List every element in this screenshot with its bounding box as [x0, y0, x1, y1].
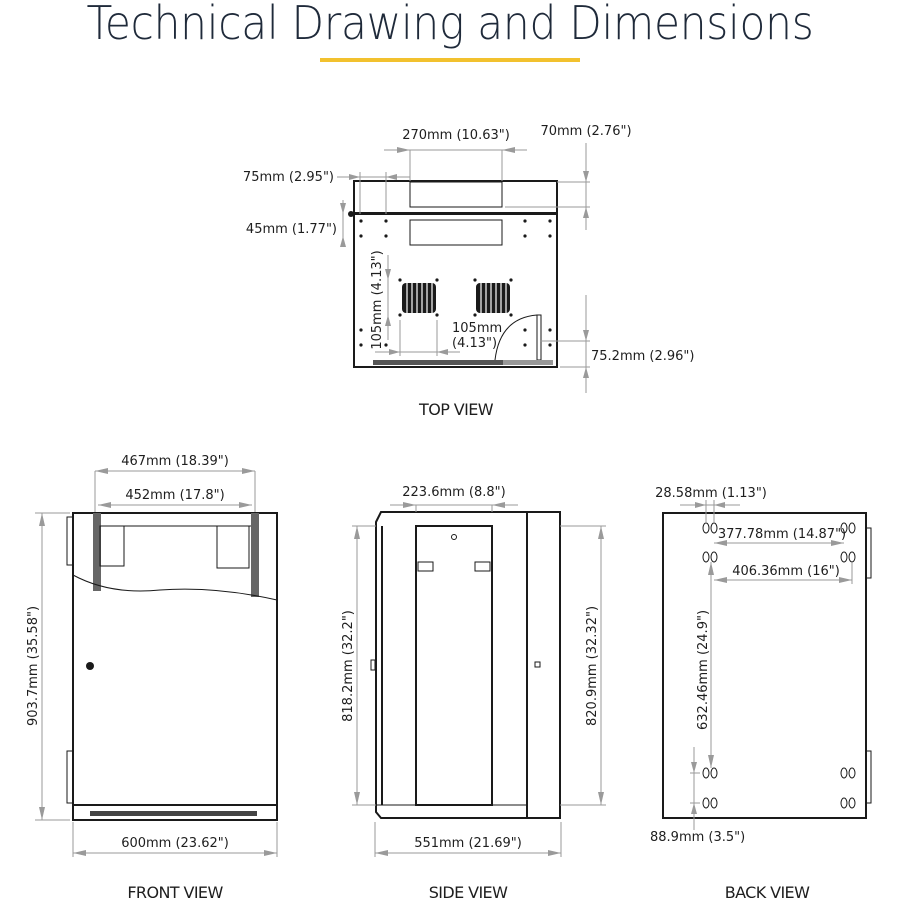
- dim-632-46mm: 632.46mm (24.9"): [696, 610, 711, 730]
- dim-551mm: 551mm (21.69"): [414, 836, 522, 851]
- dim-406-36mm: 406.36mm (16"): [732, 564, 840, 579]
- side-view: 223.6mm (8.8") 818.2mm (32.2") 820.9mm (…: [341, 485, 606, 900]
- dim-105mm-vertical: 105mm (4.13"): [370, 250, 385, 349]
- fan-grille-right: [476, 283, 510, 313]
- back-view: 28.58mm (1.13") 377.78mm (14.87") 406.36…: [650, 486, 872, 900]
- page-title: Technical Drawing and Dimensions: [86, 0, 814, 50]
- dim-105mm-horizontal-line1: 105mm: [452, 321, 502, 336]
- dim-88-9mm: 88.9mm (3.5"): [650, 830, 745, 845]
- dim-270mm: 270mm (10.63"): [402, 128, 510, 143]
- title-accent-underline: [320, 58, 580, 62]
- dim-467mm: 467mm (18.39"): [121, 454, 229, 469]
- dim-600mm: 600mm (23.62"): [121, 836, 229, 851]
- dim-75mm: 75mm (2.95"): [243, 170, 334, 185]
- side-view-label: SIDE VIEW: [429, 883, 508, 900]
- dim-28-58mm: 28.58mm (1.13"): [655, 486, 767, 501]
- dim-105mm-horizontal-line2: (4.13"): [452, 336, 497, 351]
- front-view-label: FRONT VIEW: [127, 883, 223, 900]
- back-view-label: BACK VIEW: [725, 883, 810, 900]
- dim-903-7mm: 903.7mm (35.58"): [26, 606, 41, 726]
- top-view-label: TOP VIEW: [418, 400, 494, 419]
- mounting-holes: [702, 522, 856, 809]
- dim-820-9mm: 820.9mm (32.32"): [585, 606, 600, 726]
- dim-70mm: 70mm (2.76"): [540, 124, 631, 139]
- dim-75-2mm: 75.2mm (2.96"): [591, 349, 694, 364]
- dim-45mm: 45mm (1.77"): [246, 222, 337, 237]
- dim-377-78mm: 377.78mm (14.87"): [718, 527, 846, 542]
- dim-452mm: 452mm (17.8"): [125, 488, 224, 503]
- dim-223-6mm: 223.6mm (8.8"): [402, 485, 505, 500]
- fan-grille-left: [402, 283, 436, 313]
- dim-818-2mm: 818.2mm (32.2"): [341, 610, 356, 722]
- top-view: 270mm (10.63") 70mm (2.76") 75mm (2.95")…: [243, 124, 695, 419]
- front-view: 467mm (18.39") 452mm (17.8") 903.7mm (35…: [26, 454, 278, 900]
